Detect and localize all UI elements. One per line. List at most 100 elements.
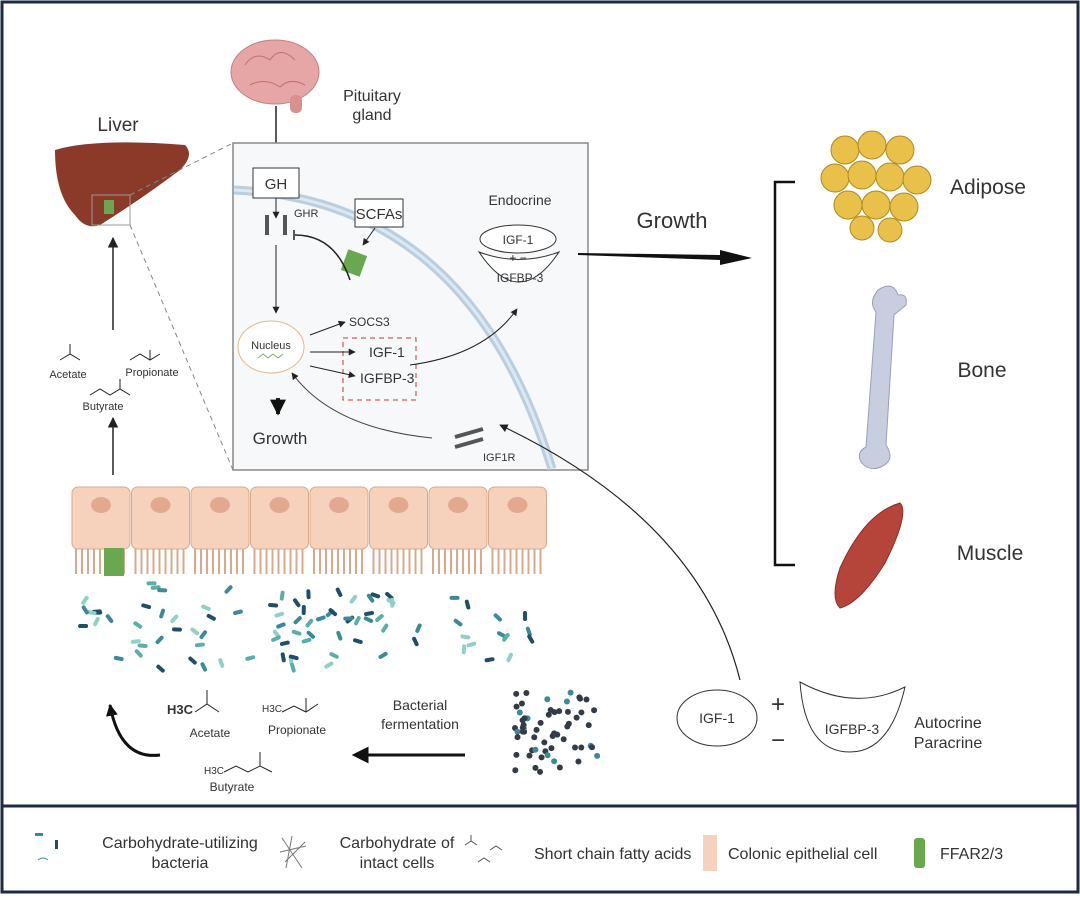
bacterium [363, 616, 374, 623]
acetate-left-label: Acetate [49, 369, 86, 381]
bacterium [170, 614, 179, 624]
bacterium [290, 662, 296, 673]
adipose-label: Adipose [950, 176, 1026, 199]
igf1-autocrine-ellipse [676, 689, 758, 747]
scfas-box [354, 198, 404, 228]
muscle-icon [834, 502, 904, 609]
bacterium [415, 623, 422, 633]
growth-arrow [578, 250, 752, 265]
growth-inner-label: Growth [253, 429, 308, 448]
bacterium [288, 654, 299, 661]
nucleus-label: Nucleus [251, 340, 291, 352]
epithelial-cell [488, 486, 547, 550]
muscle-label: Muscle [957, 542, 1024, 565]
bacterium [280, 652, 286, 663]
paracrine-label: Paracrine [914, 735, 983, 752]
bacterium [324, 661, 334, 669]
legend-ffar-icon [914, 838, 925, 868]
fiber-bead [512, 767, 519, 774]
butyrate-label: Butyrate [210, 780, 255, 794]
fiber-bead [560, 736, 567, 743]
gh-label: GH [265, 176, 288, 193]
plus-sign: + [771, 691, 785, 718]
zoom-line-bottom [129, 224, 234, 471]
bacterium [301, 605, 306, 616]
liver-zoom-box [91, 194, 131, 226]
legend-epithelial-label: Colonic epithelial cell [728, 846, 877, 863]
igfbp3-autocrine-bowl [799, 681, 906, 753]
bacterium [194, 642, 205, 648]
bacterium [274, 611, 285, 618]
bacterium [336, 630, 343, 641]
bacterium [105, 614, 114, 624]
fiber-bead [523, 690, 530, 697]
ghr-label: GHR [294, 208, 319, 220]
fiber-bead [565, 720, 572, 727]
bacterium [141, 603, 152, 610]
bacterium [93, 616, 100, 627]
fiber-bead [514, 728, 521, 735]
bacterium [306, 589, 311, 600]
epithelial-cell [250, 486, 309, 550]
fiber-bead [573, 714, 580, 721]
bacterium [464, 599, 471, 610]
liver-label: Liver [97, 115, 139, 136]
minus-sign: − [771, 727, 785, 754]
fiber-bead [578, 744, 585, 751]
bacterium [113, 655, 124, 662]
bacterium [155, 635, 164, 645]
growth-label: Growth [637, 208, 708, 233]
bacterium [81, 595, 89, 605]
legend: Carbohydrate-utilizing bacteria Carbohyd… [35, 833, 1003, 872]
bacterium [461, 644, 467, 655]
legend-bacteria-line2: bacteria [152, 855, 209, 872]
bacterium [353, 616, 361, 626]
bacterium [279, 640, 290, 646]
bacterium [375, 614, 384, 622]
legend-carbohydrate-icon [279, 835, 307, 869]
cell-nucleus [91, 497, 111, 513]
fiber-bead [537, 768, 544, 775]
scfas-label: SCFAs [356, 206, 403, 223]
bacterium [453, 618, 463, 627]
zoom-line-top [129, 142, 234, 196]
propionate-label: Propionate [268, 723, 326, 737]
fiber-bead [572, 744, 579, 751]
fiber-bead [533, 726, 540, 733]
bacterium [159, 608, 166, 619]
bacterium [276, 622, 286, 629]
arrow-to-igf1r [499, 424, 741, 681]
legend-carbohydrate-line1: Carbohydrate of [340, 835, 455, 852]
bacterium [497, 631, 507, 639]
fiber-bead [513, 690, 520, 697]
fiber-bead [518, 700, 525, 707]
igf1r-label: IGF1R [483, 452, 515, 464]
fiber-bead [556, 708, 563, 715]
cell-nucleus [448, 497, 468, 513]
bacterium [527, 634, 535, 644]
bone-icon [858, 285, 907, 470]
cell-nucleus [210, 497, 230, 513]
bacterium [386, 598, 396, 606]
legend-scfa-label: Short chain fatty acids [534, 846, 691, 863]
cell-nucleus [269, 497, 290, 513]
brain-icon [230, 39, 320, 113]
bacterium [137, 643, 148, 648]
fiber-bead [563, 698, 570, 705]
fiber-bead [583, 696, 590, 703]
bacterium [349, 594, 358, 604]
bacteria-layer [78, 581, 535, 673]
cell-panel: GH GHR SCFAs Nucleus SOCS3 IGF-1 IGFBP-3… [232, 142, 589, 471]
fiber-bead [532, 746, 539, 753]
legend-scfa-icon [464, 835, 503, 863]
epithelial-cell [131, 486, 190, 550]
propionate-left-label: Propionate [125, 367, 178, 379]
fiber-bead [513, 703, 520, 710]
bacterium [366, 593, 375, 603]
bacterium [502, 632, 510, 642]
igfbp3-endocrine-bowl [477, 250, 561, 283]
fiber-bead [548, 745, 555, 752]
liver-icon [55, 142, 189, 227]
bacterial-fermentation-line2: fermentation [381, 716, 459, 732]
